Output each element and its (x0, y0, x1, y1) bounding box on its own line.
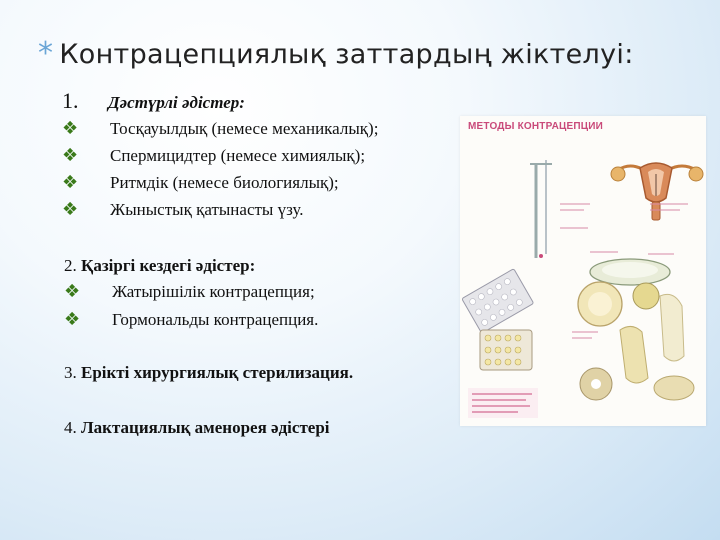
diaphragm-icon (589, 258, 671, 286)
contraception-methods-figure: МЕТОДЫ КОНТРАЦЕПЦИИ (460, 116, 706, 426)
section1-number: 1. (62, 88, 79, 113)
section3-heading: 3. Ерікті хирургиялық стерилизация. (64, 363, 353, 383)
uterus-icon (610, 162, 704, 221)
contraception-illustration (461, 160, 704, 418)
bullet-icon: ❖ (62, 118, 79, 139)
iud-icon (530, 160, 552, 258)
title-star: * (38, 36, 54, 71)
section2-item: ❖ Жатырішілік контрацепция; (64, 281, 315, 302)
section1-item: ❖ Ритмдік (немесе биологиялық); (62, 172, 339, 193)
figure-labels (560, 203, 688, 339)
section1-item: ❖ Тосқауылдық (немесе механикалық); (62, 118, 378, 139)
section2-label: Қазіргі кездегі әдістер: (81, 256, 256, 275)
section2-heading: 2. Қазіргі кездегі әдістер: (64, 256, 255, 276)
section1-item: ❖ Жыныстық қатынасты үзу. (62, 199, 304, 220)
section1-item-text: Жыныстық қатынасты үзу. (110, 200, 304, 219)
title-text: Контрацепциялық заттардың жіктелуі: (59, 39, 634, 70)
section1-label: Дәстүрлі әдістер: (108, 93, 245, 112)
section1-heading: 1. Дәстүрлі әдістер: (62, 88, 245, 114)
bullet-icon: ❖ (64, 309, 81, 330)
bullet-icon: ❖ (62, 172, 79, 193)
section1-item-text: Тосқауылдық (немесе механикалық); (110, 119, 379, 138)
condom-icon (579, 293, 695, 401)
cervical-cap-icon (577, 281, 660, 327)
slide-title: *Контрацепциялық заттардың жіктелуі: (38, 36, 718, 71)
section1-item-text: Спермицидтер (немесе химиялық); (110, 146, 366, 165)
figure-caption-block (468, 388, 538, 418)
section2-item: ❖ Гормональды контрацепция. (64, 309, 318, 330)
bullet-icon: ❖ (62, 199, 79, 220)
figure-title: МЕТОДЫ КОНТРАЦЕПЦИИ (468, 121, 604, 132)
section1-item-text: Ритмдік (немесе биологиялық); (110, 173, 339, 192)
section3-number: 3. (64, 363, 77, 382)
section3-label: Ерікті хирургиялық стерилизация. (81, 363, 354, 382)
section1-item: ❖ Спермицидтер (немесе химиялық); (62, 145, 365, 166)
section2-item-text: Гормональды контрацепция. (112, 310, 319, 329)
section4-heading: 4. Лактациялық аменорея әдістері (64, 418, 330, 438)
bullet-icon: ❖ (64, 281, 81, 302)
section4-number: 4. (64, 418, 77, 437)
section2-item-text: Жатырішілік контрацепция; (112, 282, 315, 301)
section2-number: 2. (64, 256, 77, 275)
pill-pack-icon (461, 268, 534, 371)
section4-label: Лактациялық аменорея әдістері (81, 418, 330, 437)
bullet-icon: ❖ (62, 145, 79, 166)
